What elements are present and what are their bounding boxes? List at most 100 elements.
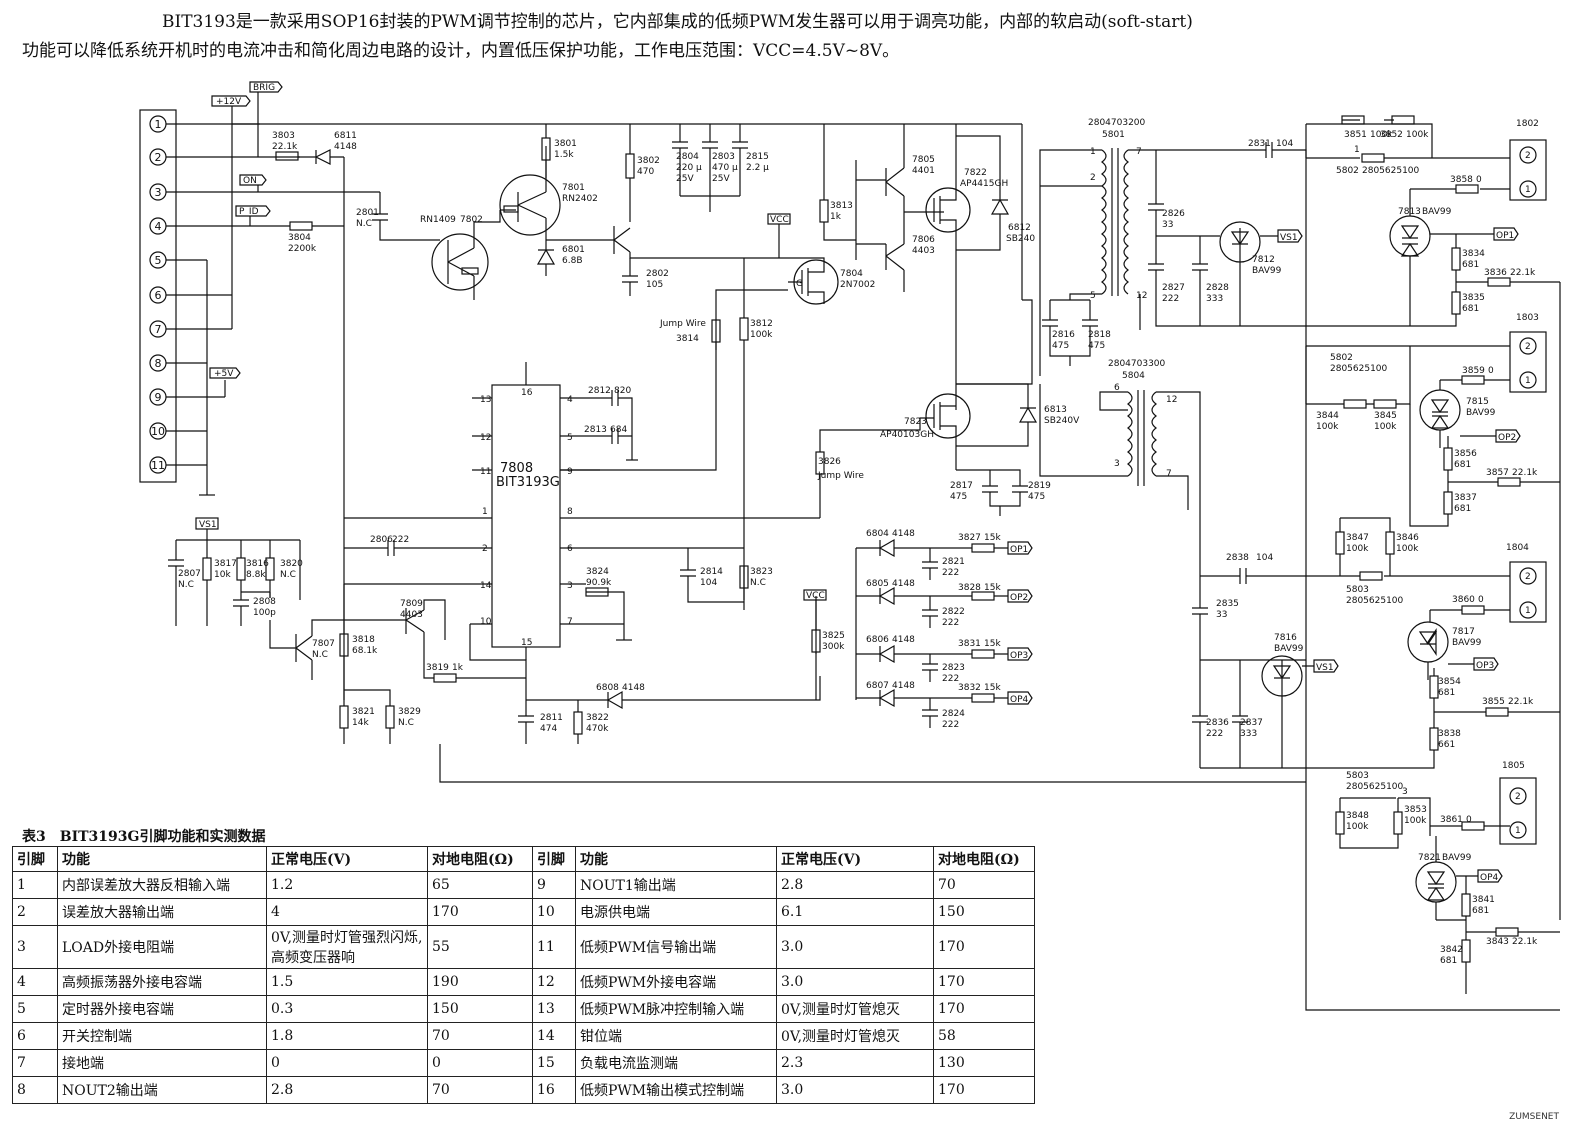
r3845-val: 100k xyxy=(1374,422,1397,432)
j1803-ref: 1803 xyxy=(1516,313,1539,323)
j1802-pin-2: 2 xyxy=(1525,151,1531,161)
c2831-val: 104 xyxy=(1276,139,1293,149)
d7813-val: BAV99 xyxy=(1422,207,1452,217)
table-cell: 6 xyxy=(12,1022,58,1050)
r3858-ref: 3858 xyxy=(1450,175,1473,185)
conn-pin-10: 10 xyxy=(151,425,165,438)
r3836-ref: 3836 xyxy=(1484,268,1507,278)
ic-pin-7: 7 xyxy=(567,617,573,627)
r3801-ref: 3801 xyxy=(554,139,577,149)
c2814-val: 104 xyxy=(700,578,717,588)
ic-7808: 7808 BIT3193G 16 13 12 11 1 2 14 10 15 4… xyxy=(344,362,820,660)
r3804-val: 2200k xyxy=(288,244,317,254)
r5803a-val: 2805625100 xyxy=(1346,596,1404,606)
q7809-ref: 7809 xyxy=(400,599,423,609)
ic-pin-16: 16 xyxy=(521,388,533,398)
c2838-ref: 2838 xyxy=(1226,553,1249,563)
d6807-ref: 6807 xyxy=(866,681,889,691)
q7802-ref: 7802 xyxy=(460,215,483,225)
r3860-ref: 3860 xyxy=(1452,595,1475,605)
r3817-val: 10k xyxy=(214,570,231,580)
conn-pin-11: 11 xyxy=(151,459,165,472)
tag-op2-r: OP2 xyxy=(1498,433,1516,443)
table-cell: 170 xyxy=(933,995,1035,1023)
d6812-ref: 6812 xyxy=(1008,223,1031,233)
c2804-val: 220 μ xyxy=(676,163,702,173)
watermark: ZUMSENET xyxy=(1509,1112,1559,1122)
r3847-val: 100k xyxy=(1346,544,1369,554)
table-cell: 170 xyxy=(933,968,1035,996)
r3841-val: 681 xyxy=(1472,906,1489,916)
transformer-5801: 2804703200 5801 1 2 5 7 12 xyxy=(956,118,1156,385)
th-res-a: 对地电阻(Ω) xyxy=(427,846,533,872)
r3818-val: 68.1k xyxy=(352,646,378,656)
tag-op2: OP2 xyxy=(1010,593,1028,603)
d7815-val: BAV99 xyxy=(1466,408,1496,418)
r3820-val: N.C xyxy=(280,570,296,580)
c2823-ref: 2823 xyxy=(942,663,965,673)
table-cell: NOUT1输出端 xyxy=(575,871,777,899)
table-cell: 0 xyxy=(427,1049,533,1077)
r3852-ref: 3852 xyxy=(1380,130,1403,140)
r3838-val: 661 xyxy=(1438,740,1455,750)
r5803b-val: 2805625100 xyxy=(1346,782,1404,792)
c2837-ref: 2837 xyxy=(1240,718,1263,728)
connector: 1 2 3 4 5 6 7 8 9 10 11 xyxy=(139,109,300,496)
c2806-val: 222 xyxy=(392,535,409,545)
q7805-ref: 7805 xyxy=(912,155,935,165)
table-cell: 3.0 xyxy=(776,925,934,969)
net-tags-left: +12V BRIG ON P_ID +5V xyxy=(209,81,290,379)
table-cell: 14 xyxy=(532,1022,576,1050)
d6811-ref: 6811 xyxy=(334,131,357,141)
table-cell: 6.1 xyxy=(776,898,934,926)
c2804-ref: 2804 xyxy=(676,152,699,162)
table-cell: 150 xyxy=(427,995,533,1023)
c2807-val: N.C xyxy=(178,580,194,590)
d6811-val: 4148 xyxy=(334,142,357,152)
jw1-label: Jump Wire xyxy=(659,319,706,329)
table-cell: 55 xyxy=(427,925,533,969)
c2826-ref: 2826 xyxy=(1162,209,1185,219)
r3842-val: 681 xyxy=(1440,956,1457,966)
ic-pin-11: 11 xyxy=(480,467,491,477)
c2802-val: 105 xyxy=(646,280,663,290)
q7804-g: G xyxy=(796,279,803,289)
q7807-val: N.C xyxy=(312,650,328,660)
r3837-ref: 3837 xyxy=(1454,493,1477,503)
r3832-ref: 3832 xyxy=(958,683,981,693)
table-cell: 8 xyxy=(12,1076,58,1104)
r3851-val: 100k xyxy=(1370,130,1393,140)
r3843-val: 22.1k xyxy=(1512,937,1538,947)
d7816-ref: 7816 xyxy=(1274,633,1297,643)
ic-pin-2: 2 xyxy=(482,544,488,554)
d7813-ref: 7813 xyxy=(1398,207,1421,217)
tag-on: ON xyxy=(243,176,257,186)
q7822-ref: 7822 xyxy=(964,168,987,178)
c2831-ref: 2831 xyxy=(1248,139,1271,149)
ic-pin-3: 3 xyxy=(567,581,573,591)
jw1-ref: 3814 xyxy=(676,334,699,344)
ic-pin-6: 6 xyxy=(567,544,573,554)
q7802-part: RN1409 xyxy=(420,215,456,225)
table-cell: 11 xyxy=(532,925,576,969)
table-cell: 65 xyxy=(427,871,533,899)
table-cell: 负载电流监测端 xyxy=(575,1049,777,1077)
r3820-ref: 3820 xyxy=(280,559,303,569)
ic-ref: 7808 xyxy=(500,461,533,476)
c2816-ref: 2816 xyxy=(1052,330,1075,340)
t5801-pin-7: 7 xyxy=(1136,147,1142,157)
r3851-ref: 3851 xyxy=(1344,130,1367,140)
d6806-val: 4148 xyxy=(892,635,915,645)
c2807-ref: 2807 xyxy=(178,569,201,579)
q7804-ref: 7804 xyxy=(840,269,863,279)
ic-pin-4: 4 xyxy=(567,395,573,405)
c2827-val: 222 xyxy=(1162,294,1179,304)
q7804-val: 2N7002 xyxy=(840,280,875,290)
c2801-ref: 2801 xyxy=(356,208,379,218)
r3816-val: 8.8k xyxy=(246,570,266,580)
j1802-pin-1: 1 xyxy=(1525,185,1531,195)
r3823-val: N.C xyxy=(750,578,766,588)
